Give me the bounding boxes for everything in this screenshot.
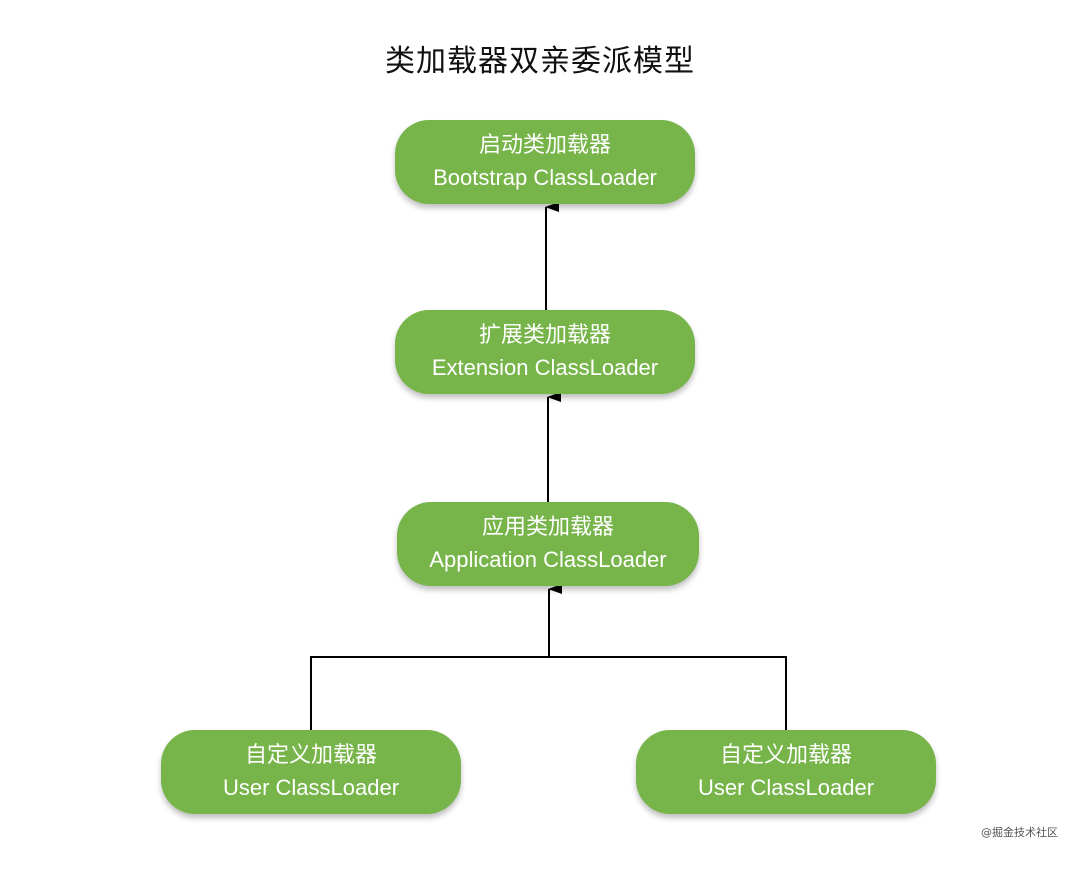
node-user-classloader-1: 自定义加载器 User ClassLoader [161,730,461,814]
node-bootstrap-en-label: Bootstrap ClassLoader [433,165,657,190]
node-application-cn-label: 应用类加载器 [481,515,614,540]
edge-user1-to-application [310,656,549,730]
node-user1-en-label: User ClassLoader [222,775,400,800]
node-user1-cn-label: 自定义加载器 [244,743,377,768]
node-user2-cn-label: 自定义加载器 [719,743,852,768]
node-application-en-label: Application ClassLoader [429,547,667,572]
node-user2-en-label: User ClassLoader [697,775,875,800]
node-bootstrap-classloader: 启动类加载器 Bootstrap ClassLoader [395,120,695,204]
watermark: @掘金技术社区 [981,826,1058,839]
edge-user2-to-application [549,656,787,730]
node-extension-cn-label: 扩展类加载器 [478,323,611,348]
node-extension-en-label: Extension ClassLoader [431,355,659,380]
node-application-classloader: 应用类加载器 Application ClassLoader [397,502,699,586]
node-user-classloader-2: 自定义加载器 User ClassLoader [636,730,936,814]
node-bootstrap-cn-label: 启动类加载器 [478,133,611,158]
node-extension-classloader: 扩展类加载器 Extension ClassLoader [395,310,695,394]
diagram-title: 类加载器双亲委派模型 [385,44,695,79]
